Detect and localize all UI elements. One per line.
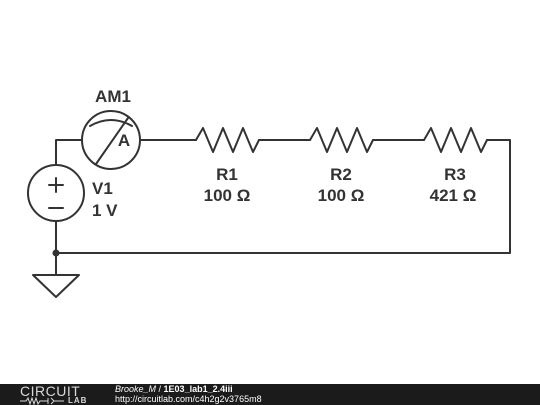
r2-value: 100 Ω xyxy=(318,186,365,205)
ammeter-needle-arc xyxy=(89,119,133,127)
r3-label: R3 xyxy=(444,165,466,184)
circuit-credits: Brooke_M / 1E03_lab1_2.4iii xyxy=(115,384,233,394)
r1-label: R1 xyxy=(216,165,238,184)
logo-circuit-text: CIRCUIT xyxy=(20,383,81,399)
ammeter-symbol xyxy=(81,110,141,170)
source-label: V1 xyxy=(92,179,113,198)
logo-lab-text: LAB xyxy=(68,396,88,405)
ammeter-label: AM1 xyxy=(95,87,131,106)
resistor-r1-symbol xyxy=(195,127,260,153)
ground-symbol xyxy=(32,274,80,298)
plus-sign xyxy=(48,177,64,193)
r1-value: 100 Ω xyxy=(204,186,251,205)
circuit-url-link[interactable]: http://circuitlab.com/c4h2g2v3765m8 xyxy=(115,394,262,404)
resistor-r3-symbol xyxy=(423,127,488,153)
wire-right-return xyxy=(55,139,511,254)
ammeter-needle xyxy=(95,117,129,165)
author-link[interactable]: Brooke_M xyxy=(115,384,157,394)
credits-separator: / xyxy=(156,384,164,394)
wire-left-top xyxy=(55,139,83,166)
r3-value: 421 Ω xyxy=(430,186,477,205)
ground-junction-dot xyxy=(52,249,60,257)
r2-label: R2 xyxy=(330,165,352,184)
circuit-title-link[interactable]: 1E03_lab1_2.4iii xyxy=(163,384,233,394)
logo-resistor-icon xyxy=(20,397,64,405)
source-value: 1 V xyxy=(92,201,118,220)
voltage-source-symbol xyxy=(27,164,85,222)
footer-bar: CIRCUIT LAB Brooke_M / 1E03_lab1_2.4iii … xyxy=(0,383,540,405)
circuit-schematic: A AM1 V1 1 V R1 100 Ω R2 100 Ω R3 421 Ω xyxy=(27,87,511,298)
circuitlab-logo[interactable]: CIRCUIT LAB xyxy=(20,383,96,405)
ammeter-symbol-letter: A xyxy=(118,131,130,150)
resistor-r2-symbol xyxy=(309,127,374,153)
